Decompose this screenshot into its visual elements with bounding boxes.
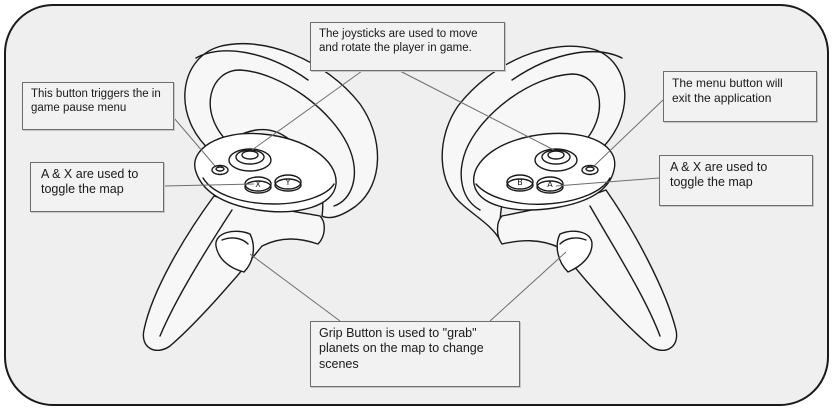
right-a-glyph: A: [547, 180, 553, 189]
leader-grip-left: [249, 253, 341, 322]
callout-ax-right: A & X are used to toggle the map: [659, 155, 813, 206]
callout-pause-menu: This button triggers the in game pause m…: [22, 82, 174, 130]
right-controller: [441, 45, 678, 351]
left-tracking-ring-inner: [209, 69, 355, 207]
leader-pause: [173, 117, 216, 167]
right-b-button: [506, 174, 534, 190]
left-face-plate: [194, 132, 337, 213]
left-y-glyph: Y: [285, 178, 291, 187]
left-y-button: [274, 174, 302, 190]
callout-menu-button: The menu button will exit the applicatio…: [663, 71, 817, 122]
callout-grip: Grip Button is used to "grab" planets on…: [310, 321, 520, 387]
right-face-plate: [473, 132, 616, 211]
leader-ax-right: [555, 177, 660, 187]
right-b-glyph: B: [517, 178, 523, 187]
right-grip-button: [556, 230, 593, 273]
leader-joystick-right: [399, 70, 555, 151]
leader-menu: [593, 99, 664, 167]
right-tracking-ring-inner: [460, 73, 601, 211]
callout-joystick: The joysticks are used to move and rotat…: [310, 22, 505, 71]
leader-ax-left: [163, 183, 255, 187]
left-x-glyph: X: [255, 180, 261, 189]
right-a-button: [536, 176, 564, 192]
leader-joystick-left: [251, 70, 363, 151]
leader-grip-right: [489, 251, 567, 322]
leader-lines: [163, 70, 664, 322]
callout-ax-left: A & X are used to toggle the map: [30, 162, 164, 212]
left-controller: [142, 43, 379, 351]
